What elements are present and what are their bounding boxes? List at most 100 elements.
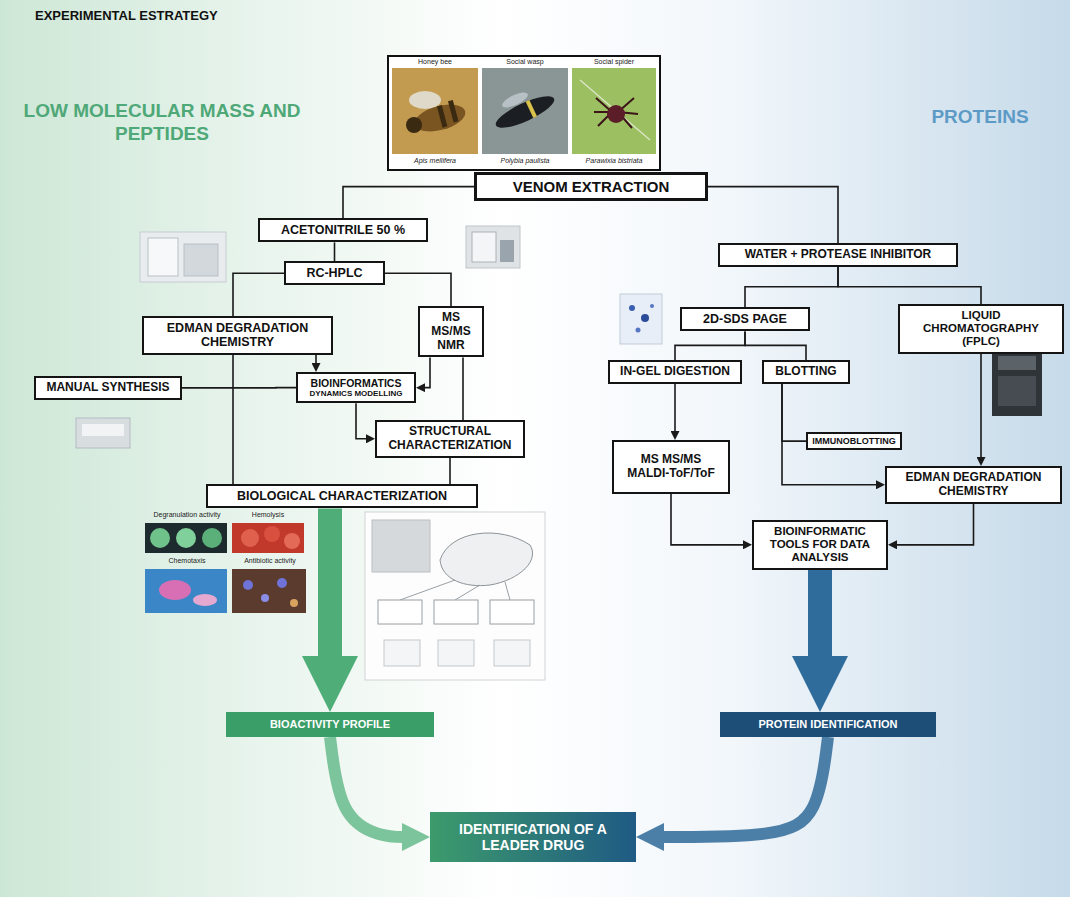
connector-line [232, 355, 234, 484]
box-label: MANUAL SYNTHESIS [41, 381, 175, 395]
bee-body [412, 100, 468, 137]
box-label: MS MS/MS NMR [425, 311, 477, 352]
mass-spectrometer-photo [466, 226, 520, 268]
chemotaxis-image [145, 569, 227, 613]
process-box: IMMUNOBLOTTING [806, 432, 902, 450]
hplc-unit [148, 238, 178, 276]
box-label: PROTEIN IDENTIFICATION [725, 718, 931, 731]
photo-label: Social spider [572, 58, 656, 66]
connector-line [675, 331, 745, 360]
box-label: IDENTIFICATION OF A LEADER DRUG [438, 821, 628, 853]
connector-line [182, 387, 296, 389]
species-name: Parawixia bistriata [572, 157, 656, 165]
gel-photo [620, 294, 662, 344]
process-box: LIQUID CHROMATOGRAPHY (FPLC) [898, 304, 1064, 354]
synthesizer-photo [76, 418, 130, 448]
image-caption: Chemotaxis [145, 557, 229, 565]
species-name: Apis mellifera [392, 157, 478, 165]
process-box: WATER + PROTEASE INHIBITOR [718, 243, 958, 267]
process-box: STRUCTURAL CHARACTERIZATION [375, 420, 525, 458]
box-label: ACETONITRILE 50 % [265, 223, 421, 237]
connector-line [233, 273, 284, 316]
spider-photo [572, 68, 656, 154]
box-label: RC-HPLC [291, 266, 378, 280]
process-box: MS MS/MS MALDI-ToF/ToF [612, 440, 730, 494]
box-label: EDMAN DEGRADATION CHEMISTRY [149, 321, 326, 350]
box-label: IN-GEL DIGESTION [615, 365, 735, 379]
connector-line [782, 384, 806, 441]
result-banner: PROTEIN IDENTIFICATION [720, 712, 936, 737]
process-box: ACETONITRILE 50 % [258, 218, 428, 242]
process-box: VENOM EXTRACTION [474, 172, 708, 201]
diagram-title: EXPERIMENTAL ESTRATEGY [35, 8, 218, 24]
gel-spot [641, 314, 649, 322]
photo-label: Honey bee [392, 58, 478, 66]
connector-line [980, 354, 982, 459]
brain-plot [494, 640, 530, 666]
leader-lines [400, 580, 510, 600]
bee-wing [409, 91, 441, 109]
photo-panel [388, 56, 660, 170]
goal-box: IDENTIFICATION OF A LEADER DRUG [430, 812, 636, 862]
connector-line [385, 273, 451, 306]
box-label: 2D-SDS PAGE [687, 312, 803, 326]
process-box: BIOINFORMATICSDYNAMICS MODELLING [296, 372, 416, 403]
connector-line [895, 504, 973, 545]
box-label: WATER + PROTEASE INHIBITOR [725, 248, 951, 262]
cell-image [284, 533, 300, 549]
brain-outline [440, 533, 533, 586]
bacteria-image [277, 578, 287, 588]
process-box: 2D-SDS PAGE [680, 307, 810, 331]
process-box: BIOINFORMATIC TOOLS FOR DATA ANALYSIS [752, 520, 888, 570]
connector-line [745, 331, 806, 360]
box-label: BIOACTIVITY PROFILE [231, 718, 429, 731]
connector-line [356, 403, 368, 439]
synthesizer-unit [82, 424, 124, 436]
process-box: BLOTTING [762, 360, 850, 384]
connector-line [449, 458, 451, 484]
brain-plot [384, 640, 420, 666]
brain-section-image [372, 520, 430, 572]
wasp-body [492, 90, 558, 133]
mass-spectrometer-unit [500, 240, 514, 262]
bacteria-image [290, 599, 298, 607]
cell-image [264, 526, 280, 542]
connector-line [745, 267, 838, 307]
process-box: EDMAN DEGRADATION CHEMISTRY [885, 466, 1062, 504]
section-heading: PROTEINS [905, 106, 1055, 129]
image-caption: Antibiotic activity [232, 557, 308, 565]
hplc-photo [140, 232, 226, 282]
cell-image [176, 528, 196, 548]
flow-arrow [330, 737, 408, 837]
brain-detail-box [490, 600, 534, 624]
box-label: STRUCTURAL CHARACTERIZATION [382, 425, 518, 453]
connector-line [423, 357, 430, 387]
bee-photo [392, 68, 478, 154]
connector-line [838, 267, 981, 304]
cell-image [241, 529, 259, 547]
spider-legs [594, 98, 638, 128]
image-caption: Hemolysis [232, 511, 304, 519]
section-heading: LOW MOLECULAR MASS AND PEPTIDES [22, 100, 302, 146]
process-box: MANUAL SYNTHESIS [34, 376, 182, 400]
bee-stripe [437, 105, 448, 128]
wasp-stripe [526, 100, 537, 118]
box-label: BLOTTING [769, 365, 843, 379]
wasp-photo [482, 68, 568, 154]
brain-detail-box [378, 600, 422, 624]
brain-detail-box [434, 600, 478, 624]
spider-thread [580, 80, 650, 140]
box-label: BIOINFORMATIC TOOLS FOR DATA ANALYSIS [759, 525, 881, 565]
brain-study-panel [365, 512, 545, 680]
cell-image [159, 580, 191, 600]
hemolysis-image [232, 523, 304, 553]
process-box: MS MS/MS NMR [418, 306, 484, 357]
wasp-wing [500, 90, 530, 111]
photo-label: Social wasp [482, 58, 568, 66]
gel-spot [636, 328, 641, 333]
cell-image [193, 594, 217, 606]
mass-spectrometer-unit [472, 232, 496, 262]
connector-line [315, 355, 317, 365]
species-name: Polybia paulista [482, 157, 568, 165]
